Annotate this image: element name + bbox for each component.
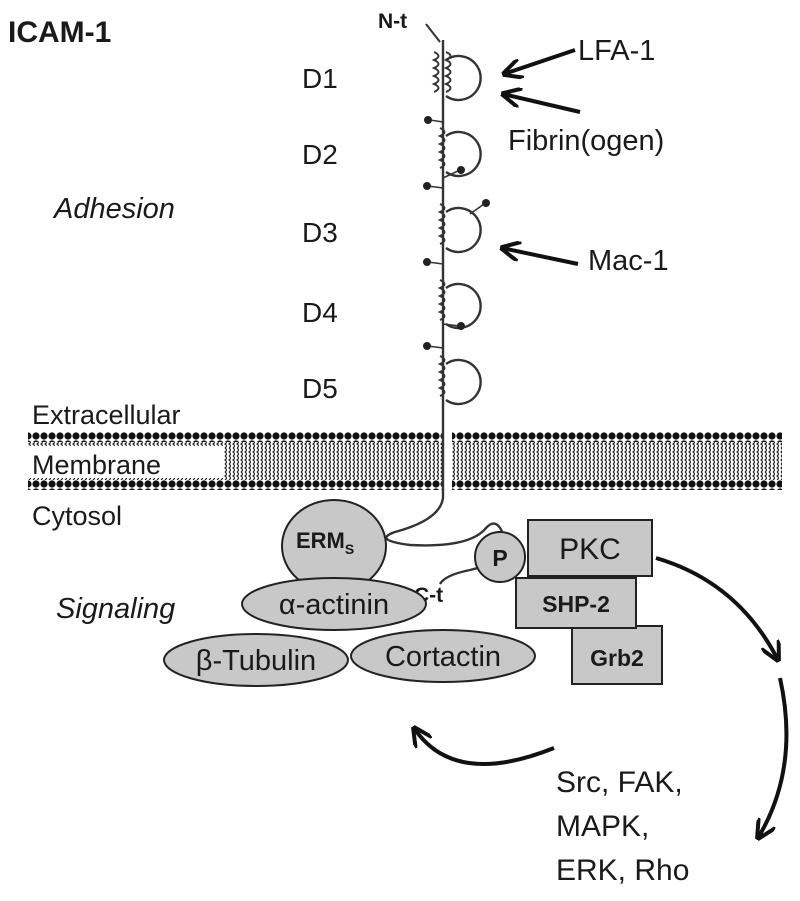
signal-arrow-return <box>414 728 555 766</box>
phosphate-label: P <box>492 545 507 571</box>
domain-d4-label: D4 <box>302 297 338 328</box>
cytosol-label: Cytosol <box>32 501 122 531</box>
mac1-binding-arrow <box>502 248 579 266</box>
fibrinogen-binding-arrow <box>503 94 581 114</box>
diagram-title: ICAM-1 <box>8 16 111 49</box>
lfa1-binding-arrow <box>504 48 576 74</box>
grb2-label: Grb2 <box>590 645 644 671</box>
mac1-label: Mac-1 <box>588 245 669 277</box>
membrane-label: Membrane <box>32 450 161 480</box>
svg-text:ERMS: ERMS <box>296 528 354 557</box>
n-terminus-label: N-t <box>378 10 407 33</box>
downstream-line-3: ERK, Rho <box>556 854 689 887</box>
alpha-actinin-label: α-actinin <box>279 589 389 621</box>
domain-d2-label: D2 <box>302 139 338 170</box>
ig-domain-d4 <box>437 279 482 330</box>
ig-domain-d5 <box>437 355 482 406</box>
erm-label: ERM <box>296 528 345 553</box>
signal-arrow-right <box>758 677 789 838</box>
erm-subscript: S <box>345 541 354 557</box>
ig-domain-d2 <box>437 127 482 178</box>
ig-domain-d1 <box>431 51 482 102</box>
extracellular-label: Extracellular <box>32 400 181 430</box>
beta-tubulin: β-Tubulin <box>163 633 349 687</box>
cortactin: Cortactin <box>350 629 536 683</box>
pkc: PKC <box>527 519 653 577</box>
erm-proteins: ERMS <box>281 499 387 593</box>
membrane-label-backdrop <box>28 446 224 478</box>
pkc-label: PKC <box>559 533 621 566</box>
downstream-line-1: Src, FAK, <box>556 766 683 799</box>
signaling-label: Signaling <box>56 593 175 625</box>
glycosylation-sites <box>423 116 490 350</box>
fibrinogen-label: Fibrin(ogen) <box>508 125 664 157</box>
lfa1-label: LFA-1 <box>578 35 655 67</box>
phosphate: P <box>474 531 526 583</box>
domain-d1-label: D1 <box>302 63 338 94</box>
icam1-molecule <box>385 23 508 585</box>
grb2: Grb2 <box>571 625 663 685</box>
cortactin-label: Cortactin <box>385 641 501 673</box>
downstream-line-2: MAPK, <box>556 810 649 843</box>
shp2-label: SHP-2 <box>542 591 610 617</box>
beta-tubulin-label: β-Tubulin <box>196 645 316 677</box>
shp2: SHP-2 <box>515 577 637 629</box>
adhesion-label: Adhesion <box>52 193 175 225</box>
domain-d5-label: D5 <box>302 373 338 404</box>
signal-arrow-top <box>655 556 778 660</box>
ig-domain-d3 <box>437 203 482 254</box>
domain-d3-label: D3 <box>302 217 338 248</box>
alpha-actinin: α-actinin <box>241 577 427 631</box>
